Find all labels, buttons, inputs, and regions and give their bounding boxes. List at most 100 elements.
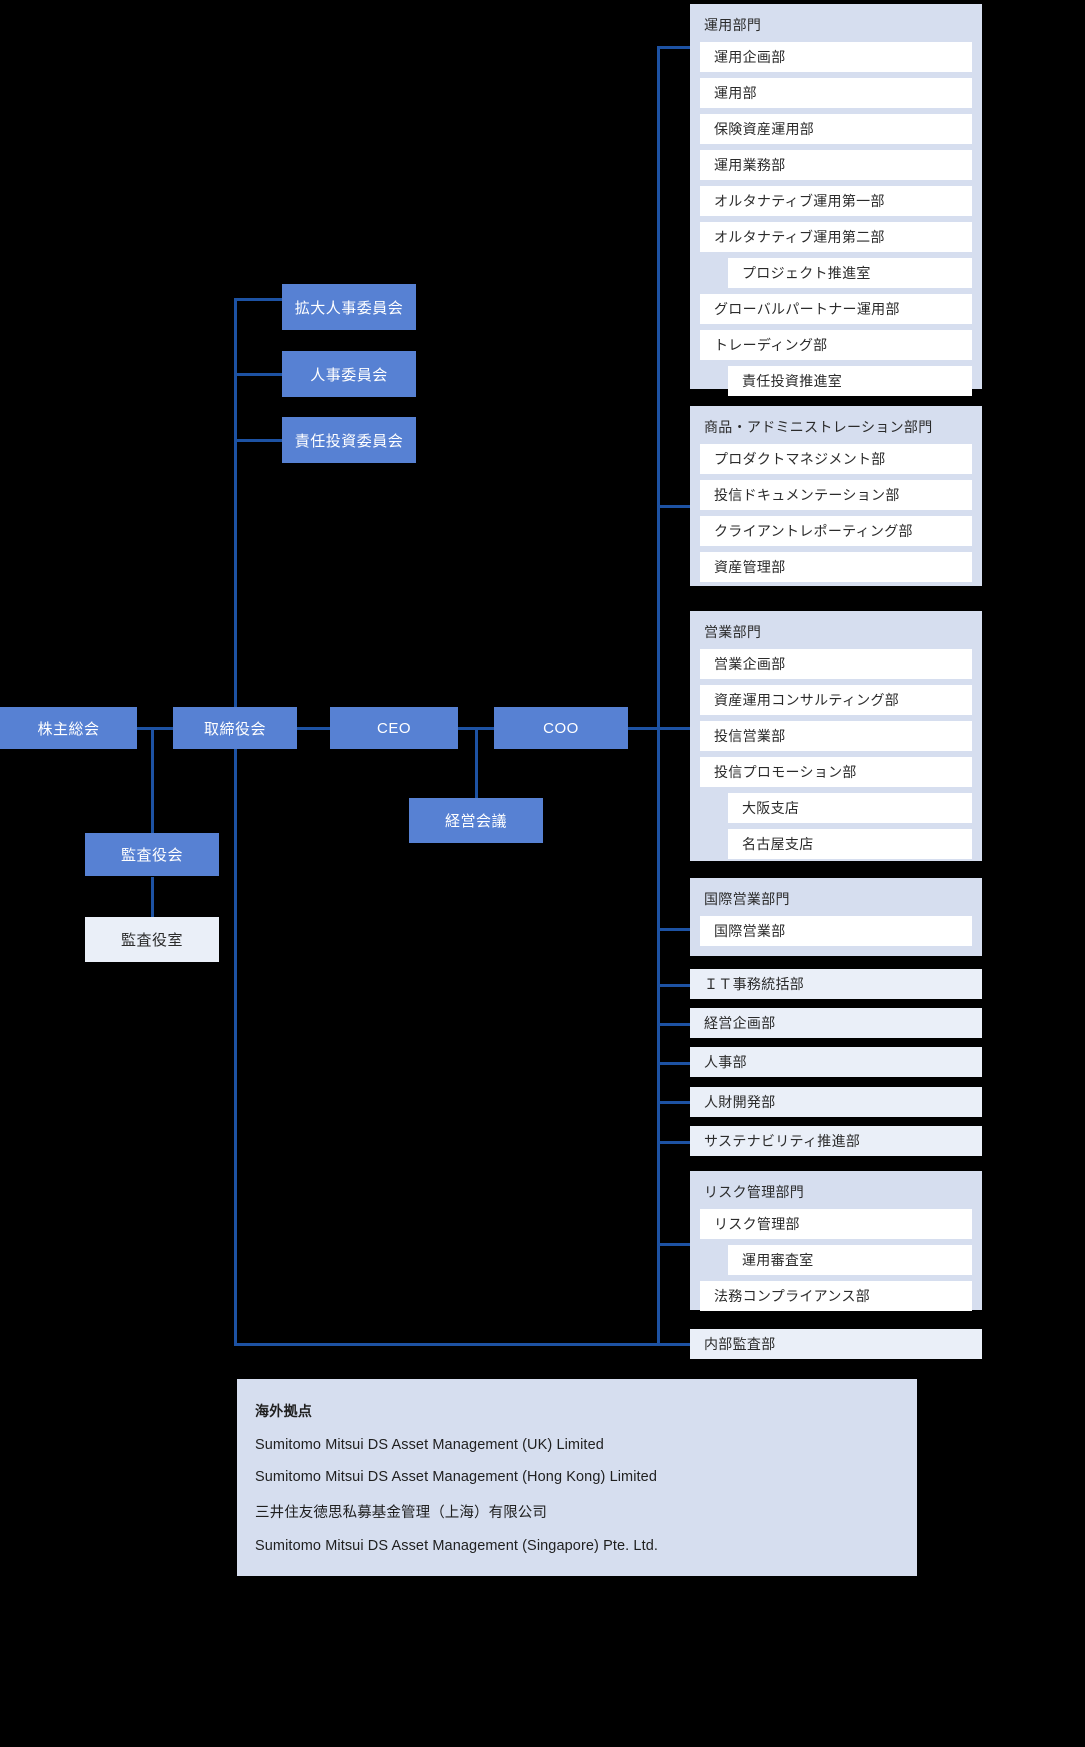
box-audit-supervisory-board-label: 監査役会 xyxy=(120,847,183,864)
dept-box[interactable]: トレーディング部 xyxy=(700,330,972,360)
box-shareholders-meeting-label: 株主総会 xyxy=(37,720,100,738)
dept-box[interactable]: 法務コンプライアンス部 xyxy=(700,1281,972,1311)
box-committee-responsible-investment-label: 責任投資委員会 xyxy=(294,432,404,450)
connector-board-to-ceo xyxy=(296,727,330,730)
overseas-title: 海外拠点 xyxy=(255,1403,313,1419)
connector-trunk-to-kokusai xyxy=(657,928,690,931)
dept-box[interactable]: 国際営業部 xyxy=(700,916,972,946)
connector-trunk-to-shohin xyxy=(657,505,690,508)
dept-box[interactable]: 運用企画部 xyxy=(700,42,972,72)
box-board-of-directors-label: 取締役会 xyxy=(203,720,266,738)
overseas-item: 三井住友徳思私募基金管理（上海）有限公司 xyxy=(255,1505,547,1521)
box-coo[interactable]: COO xyxy=(494,707,628,749)
dept-box[interactable]: グローバルパートナー運用部 xyxy=(700,294,972,324)
solo-dept-label: ＩＴ事務統括部 xyxy=(704,976,805,992)
dept-box[interactable]: プロダクトマネジメント部 xyxy=(700,444,972,474)
box-audit-office-label: 監査役室 xyxy=(120,932,183,949)
solo-dept-label: 内部監査部 xyxy=(704,1336,776,1352)
division-items-shohin-administration: プロダクトマネジメント部 投信ドキュメンテーション部 クライアントレポーティング… xyxy=(690,444,982,592)
solo-dept-label: 人財開発部 xyxy=(704,1094,776,1110)
box-committee-expanded-hr-label: 拡大人事委員会 xyxy=(294,299,404,317)
dept-box[interactable]: 投信ドキュメンテーション部 xyxy=(700,480,972,510)
connector-kansa-to-office-vertical xyxy=(151,877,154,917)
solo-dept-internal-audit[interactable]: 内部監査部 xyxy=(690,1329,982,1359)
division-panel-eigyo: 営業部門 営業企画部 資産運用コンサルティング部 投信営業部 投信プロモーション… xyxy=(690,611,982,861)
dept-box-sub[interactable]: 名古屋支店 xyxy=(728,829,972,859)
box-audit-supervisory-board[interactable]: 監査役会 xyxy=(85,833,219,876)
box-committee-hr[interactable]: 人事委員会 xyxy=(282,351,416,397)
box-management-meeting-label: 経営会議 xyxy=(444,813,507,830)
dept-box-sub[interactable]: プロジェクト推進室 xyxy=(728,258,972,288)
dept-box-sub[interactable]: 大阪支店 xyxy=(728,793,972,823)
division-title-risk-kanri: リスク管理部門 xyxy=(704,1184,805,1200)
division-items-eigyo: 営業企画部 資産運用コンサルティング部 投信営業部 投信プロモーション部 大阪支… xyxy=(690,649,982,869)
connector-trunk-to-eigyo xyxy=(657,727,690,730)
division-panel-unyo: 運用部門 運用企画部 運用部 保険資産運用部 運用業務部 オルタナティブ運用第一… xyxy=(690,4,982,396)
dept-box[interactable]: リスク管理部 xyxy=(700,1209,972,1239)
connector-committee-3 xyxy=(234,439,282,442)
dept-box[interactable]: 運用業務部 xyxy=(700,150,972,180)
dept-box[interactable]: 資産管理部 xyxy=(700,552,972,582)
solo-dept-label: サステナビリティ推進部 xyxy=(704,1133,861,1149)
division-panel-shohin-administration: 商品・アドミニストレーション部門 プロダクトマネジメント部 投信ドキュメンテーシ… xyxy=(690,406,982,586)
connector-committee-1 xyxy=(234,298,282,301)
solo-dept-it-jimu-tokatsu[interactable]: ＩＴ事務統括部 xyxy=(690,969,982,999)
division-title-kokusai-eigyo: 国際営業部門 xyxy=(704,891,790,907)
division-panel-risk-kanri: リスク管理部門 リスク管理部 運用審査室 法務コンプライアンス部 xyxy=(690,1171,982,1311)
connector-shareholders-to-board xyxy=(137,727,173,730)
connector-trunk-to-jinji xyxy=(657,1062,690,1065)
solo-dept-label: 経営企画部 xyxy=(704,1015,776,1031)
overseas-item: Sumitomo Mitsui DS Asset Management (Hon… xyxy=(255,1469,658,1485)
box-committee-expanded-hr[interactable]: 拡大人事委員会 xyxy=(282,284,416,330)
solo-dept-jinzai-kaihatsu[interactable]: 人財開発部 xyxy=(690,1087,982,1117)
overseas-bases-panel: 海外拠点 Sumitomo Mitsui DS Asset Management… xyxy=(237,1379,917,1576)
connector-coo-trunk-vertical xyxy=(657,46,660,1346)
solo-dept-jinji[interactable]: 人事部 xyxy=(690,1047,982,1077)
box-shareholders-meeting[interactable]: 株主総会 xyxy=(0,707,137,749)
dept-box-sub[interactable]: 責任投資推進室 xyxy=(728,366,972,396)
dept-box-sub[interactable]: 運用審査室 xyxy=(728,1245,972,1275)
box-ceo[interactable]: CEO xyxy=(330,707,458,749)
overseas-item: Sumitomo Mitsui DS Asset Management (UK)… xyxy=(255,1437,604,1453)
solo-dept-sustainability[interactable]: サステナビリティ推進部 xyxy=(690,1126,982,1156)
dept-box[interactable]: 投信プロモーション部 xyxy=(700,757,972,787)
overseas-item: Sumitomo Mitsui DS Asset Management (Sin… xyxy=(255,1538,659,1554)
dept-box[interactable]: クライアントレポーティング部 xyxy=(700,516,972,546)
connector-trunk-to-keiei xyxy=(657,1023,690,1026)
connector-board-down-vertical xyxy=(234,745,237,1345)
division-title-eigyo: 営業部門 xyxy=(704,624,762,640)
dept-box[interactable]: 投信営業部 xyxy=(700,721,972,751)
connector-trunk-to-jinzai xyxy=(657,1101,690,1104)
box-committee-responsible-investment[interactable]: 責任投資委員会 xyxy=(282,417,416,463)
connector-trunk-to-it xyxy=(657,984,690,987)
division-items-risk-kanri: リスク管理部 運用審査室 法務コンプライアンス部 xyxy=(690,1209,982,1321)
solo-dept-label: 人事部 xyxy=(704,1054,747,1070)
division-items-unyo: 運用企画部 運用部 保険資産運用部 運用業務部 オルタナティブ運用第一部 オルタ… xyxy=(690,42,982,406)
connector-trunk-to-unyo xyxy=(657,46,690,49)
box-management-meeting[interactable]: 経営会議 xyxy=(409,798,543,843)
connector-trunk-to-sus xyxy=(657,1141,690,1144)
connector-ceo-to-management-meeting xyxy=(475,727,478,799)
solo-dept-keiei-kikaku[interactable]: 経営企画部 xyxy=(690,1008,982,1038)
box-coo-label: COO xyxy=(543,719,579,737)
connector-trunk-to-risk xyxy=(657,1243,690,1246)
box-board-of-directors[interactable]: 取締役会 xyxy=(173,707,297,749)
connector-board-to-internal-audit xyxy=(234,1343,692,1346)
dept-box[interactable]: 運用部 xyxy=(700,78,972,108)
dept-box[interactable]: オルタナティブ運用第一部 xyxy=(700,186,972,216)
division-title-shohin-administration: 商品・アドミニストレーション部門 xyxy=(704,419,933,435)
connector-shareholders-to-kansa-vertical xyxy=(151,727,154,833)
connector-board-up-vertical xyxy=(234,298,237,712)
division-items-kokusai-eigyo: 国際営業部 xyxy=(690,916,982,956)
dept-box[interactable]: 資産運用コンサルティング部 xyxy=(700,685,972,715)
box-ceo-label: CEO xyxy=(376,719,411,737)
dept-box[interactable]: オルタナティブ運用第二部 xyxy=(700,222,972,252)
division-title-unyo: 運用部門 xyxy=(704,17,762,33)
connector-coo-horizontal xyxy=(627,727,659,730)
dept-box[interactable]: 営業企画部 xyxy=(700,649,972,679)
box-committee-hr-label: 人事委員会 xyxy=(310,366,388,384)
dept-box[interactable]: 保険資産運用部 xyxy=(700,114,972,144)
division-panel-kokusai-eigyo: 国際営業部門 国際営業部 xyxy=(690,878,982,956)
box-audit-office[interactable]: 監査役室 xyxy=(85,917,219,962)
